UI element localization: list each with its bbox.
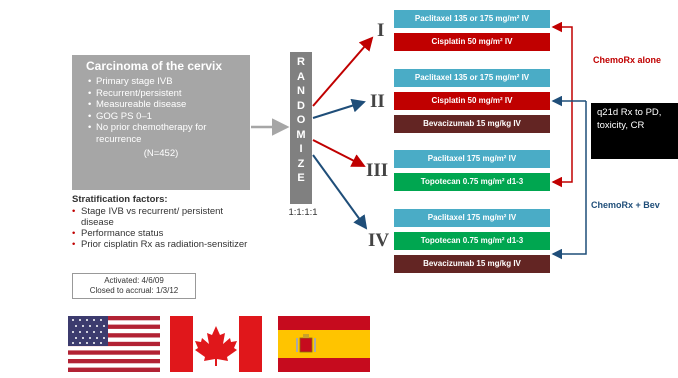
arm-label-2: II	[370, 91, 385, 112]
arrow-to-arm-3	[312, 139, 366, 167]
eligibility-box: Carcinoma of the cervix Primary stage IV…	[72, 55, 250, 190]
treatment-schedule-box: q21d Rx to PD, toxicity, CR	[591, 103, 678, 159]
arm2-drug-paclitaxel: Paclitaxel 135 or 175 mg/m² IV	[394, 69, 550, 87]
stratification-item: Performance status	[72, 228, 302, 239]
closed-date: Closed to accrual: 1/3/12	[89, 286, 179, 295]
criterion-item: No prior chemotherapy for recurrence	[88, 122, 242, 145]
bracket-chemo-bev-arm4	[551, 101, 587, 260]
criterion-item: Measureable disease	[88, 99, 242, 111]
arm4-drug-bevacizumab: Bevacizumab 15 mg/kg IV	[394, 255, 550, 273]
randomize-letter: A	[297, 70, 305, 83]
randomize-letter: N	[297, 85, 305, 97]
randomize-letter: M	[296, 128, 306, 141]
flag-spain-icon	[278, 316, 370, 372]
activated-date: Activated: 4/6/09	[104, 276, 164, 285]
bracket-chemo-alone	[551, 21, 573, 101]
arm4-drug-paclitaxel: Paclitaxel 175 mg/m² IV	[394, 209, 550, 227]
randomize-letter: O	[296, 114, 306, 126]
stratification-item: Prior cisplatin Rx as radiation-sensitiz…	[72, 239, 302, 250]
study-dates-box: Activated: 4/6/09 Closed to accrual: 1/3…	[72, 273, 196, 299]
arm1-drug-paclitaxel: Paclitaxel 135 or 175 mg/m² IV	[394, 10, 550, 28]
eligibility-criteria: Primary stage IVB Recurrent/persistent M…	[80, 76, 242, 145]
arm-label-4: IV	[368, 230, 390, 251]
randomization-ratio: 1:1:1:1	[288, 207, 318, 218]
randomize-letter: Z	[297, 157, 305, 170]
randomize-letter: R	[297, 56, 305, 68]
criterion-item: Primary stage IVB	[88, 76, 242, 88]
arrow-to-arm-4	[312, 154, 368, 230]
sample-size: (N=452)	[143, 148, 179, 159]
randomize-letter: I	[299, 143, 303, 155]
bracket-chemo-alone-arm3	[551, 101, 573, 188]
stratification-list: Stage IVB vs recurrent/ persistent disea…	[72, 206, 302, 250]
stratification-block: Stratification factors: Stage IVB vs rec…	[72, 194, 302, 250]
arm-label-1: I	[377, 20, 385, 41]
flag-canada-icon	[170, 316, 262, 372]
criterion-item: GOG PS 0–1	[88, 111, 242, 123]
arm4-drug-topotecan: Topotecan 0.75 mg/m² d1-3	[394, 232, 550, 250]
arm1-drug-cisplatin: Cisplatin 50 mg/m² IV	[394, 33, 550, 51]
randomize-letter: E	[297, 172, 305, 184]
stratification-item: Stage IVB vs recurrent/ persistent disea…	[72, 206, 231, 228]
chemo-bev-label: ChemoRx + Bev	[591, 200, 660, 210]
flag-usa-icon	[68, 316, 160, 372]
arrow-to-arm-2	[312, 98, 366, 119]
criterion-item: Recurrent/persistent	[88, 88, 242, 100]
eligibility-title: Carcinoma of the cervix	[86, 59, 223, 73]
arm2-drug-bevacizumab: Bevacizumab 15 mg/kg IV	[394, 115, 550, 133]
randomize-column: R A N D O M I Z E	[290, 52, 312, 204]
stratification-title: Stratification factors:	[72, 194, 168, 205]
chemo-alone-label: ChemoRx alone	[593, 55, 662, 65]
arm3-drug-paclitaxel: Paclitaxel 175 mg/m² IV	[394, 150, 550, 168]
arm3-drug-topotecan: Topotecan 0.75 mg/m² d1-3	[394, 173, 550, 191]
randomize-letter: D	[297, 99, 305, 112]
arrow-to-arm-1	[312, 36, 374, 107]
arm2-drug-cisplatin: Cisplatin 50 mg/m² IV	[394, 92, 550, 110]
arm-label-3: III	[366, 160, 389, 181]
